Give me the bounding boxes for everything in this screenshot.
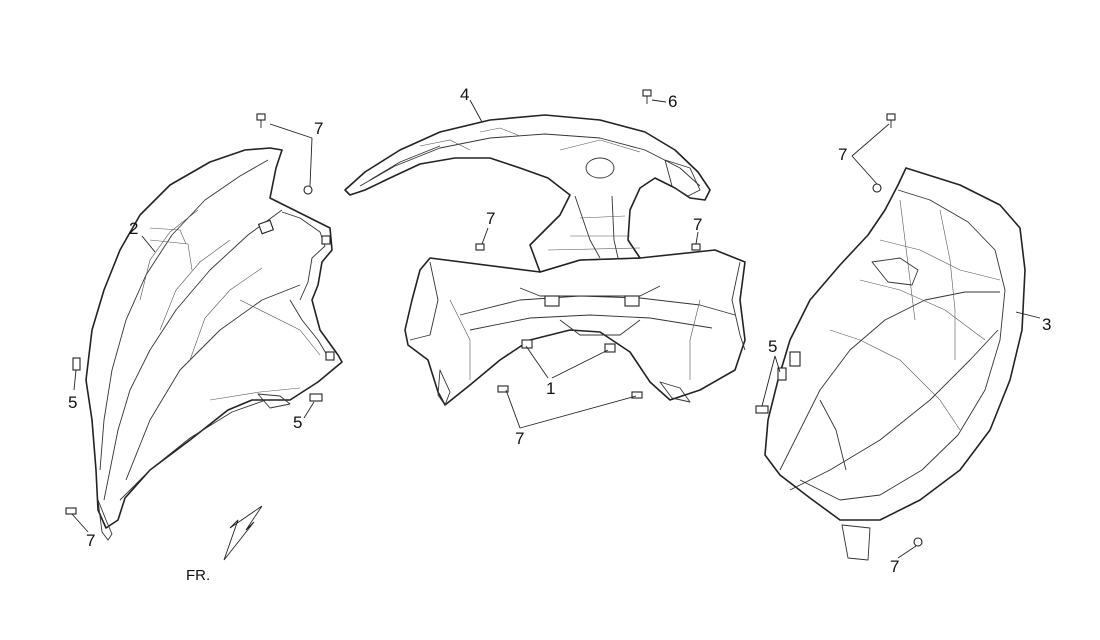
screw-left-top — [256, 113, 266, 128]
callout-5-right: 5 — [768, 337, 777, 356]
callout-1: 1 — [546, 379, 555, 398]
callout-7-center-bottom: 7 — [515, 429, 524, 448]
right-side-cover-part-3 — [764, 167, 1026, 561]
callout-4: 4 — [460, 85, 469, 104]
screw-right-bottom — [913, 537, 923, 547]
screw-left-bottom — [65, 507, 77, 515]
screw-center-bottom-left — [497, 385, 509, 393]
callout-2: 2 — [129, 219, 138, 238]
screw-center-bottom-right — [631, 391, 643, 399]
callout-7-left-bottom: 7 — [86, 531, 95, 550]
inner-cover-part-1 — [404, 249, 746, 406]
callout-3: 3 — [1042, 315, 1051, 334]
callout-7-left-top: 7 — [314, 119, 323, 138]
front-direction-label: FR. — [186, 567, 210, 584]
screw-part-6 — [642, 89, 652, 104]
screw-right-top — [886, 113, 896, 128]
callout-labels: 1 2 3 4 5 5 5 6 7 7 7 7 7 7 7 FR. — [68, 85, 1051, 584]
screw-left-mid — [303, 185, 313, 195]
callout-5-center-left: 5 — [293, 413, 302, 432]
screw-right-mid — [872, 183, 882, 193]
callout-7-center-left: 7 — [486, 209, 495, 228]
callout-7-right-top: 7 — [838, 145, 847, 164]
callout-6: 6 — [668, 92, 677, 111]
clip-right — [755, 405, 769, 414]
screw-center-right — [691, 243, 701, 251]
callout-5-left: 5 — [68, 393, 77, 412]
callout-7-center-right: 7 — [693, 215, 702, 234]
clip-left-a — [72, 357, 81, 371]
front-top-cover-part-4 — [344, 114, 711, 273]
screw-center-left — [475, 243, 485, 251]
clip-left-b — [309, 393, 323, 402]
left-side-cover-part-2 — [85, 147, 343, 541]
front-direction-arrow — [223, 505, 263, 561]
fasteners — [65, 89, 923, 547]
callout-7-right-bottom: 7 — [890, 557, 899, 576]
leader-lines — [71, 99, 1041, 559]
